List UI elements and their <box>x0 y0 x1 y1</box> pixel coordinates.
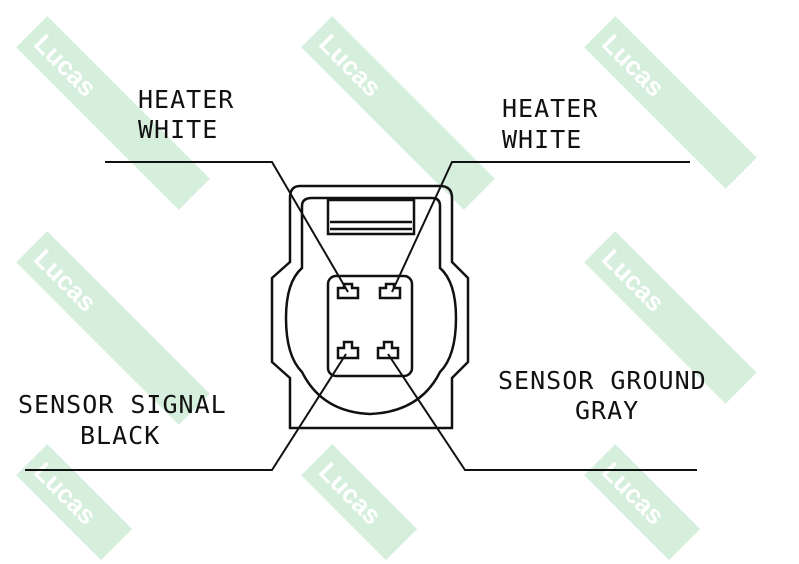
pin-sensor-ground <box>376 340 400 360</box>
watermark-stripe: Lucas <box>584 444 701 561</box>
watermark-stripe: Lucas <box>301 444 418 561</box>
sensor-ground-label-1: SENSOR GROUND <box>498 366 707 395</box>
heater-right-label-2: WHITE <box>502 125 582 154</box>
watermark-stripe: Lucas <box>16 444 133 561</box>
pin-heater-right <box>378 282 402 300</box>
watermark-stripe: Lucas <box>301 16 495 210</box>
heater-left-label-1: HEATER <box>138 85 234 114</box>
sensor-signal-label-1: SENSOR SIGNAL <box>18 390 227 419</box>
heater-left-label-2: WHITE <box>138 115 218 144</box>
pin-sensor-signal <box>336 340 360 360</box>
connector-body <box>270 184 470 430</box>
sensor-signal-label-2: BLACK <box>80 421 160 450</box>
sensor-ground-label-2: GRAY <box>575 396 639 425</box>
leader-lines <box>25 161 697 471</box>
heater-right-label-1: HEATER <box>502 94 598 123</box>
